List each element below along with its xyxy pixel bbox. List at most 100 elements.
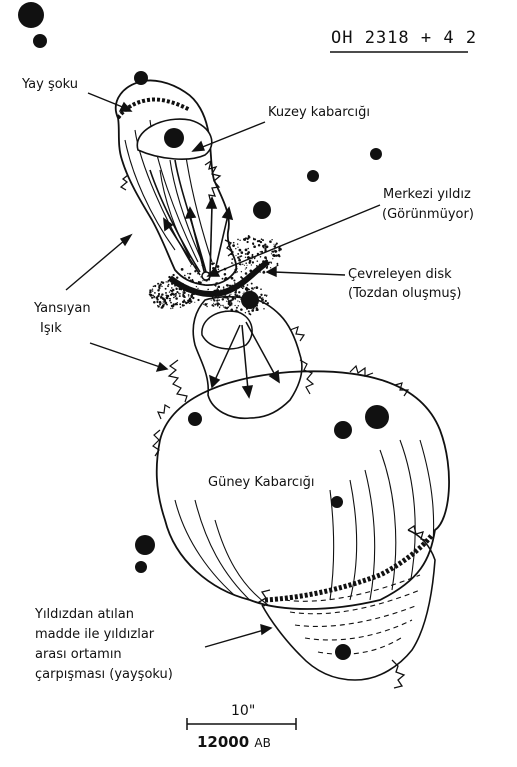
dust-dot	[264, 244, 266, 246]
dust-dot	[248, 289, 250, 291]
dust-dot	[192, 297, 194, 299]
dust-dot	[224, 273, 227, 276]
dust-dot	[152, 288, 153, 289]
dust-dot	[232, 244, 235, 247]
dust-dot	[261, 238, 263, 240]
dust-dot	[236, 307, 238, 309]
dust-dot	[158, 293, 160, 295]
dust-dot	[225, 295, 226, 296]
dust-dot	[259, 268, 261, 270]
dust-dot	[204, 293, 206, 295]
dust-dot	[259, 271, 260, 272]
dust-dot	[253, 238, 254, 239]
scale-distance-unit: AB	[254, 736, 270, 750]
dust-dot	[267, 266, 268, 267]
dust-dot	[237, 253, 239, 255]
dust-dot	[167, 285, 168, 286]
dust-dot	[217, 282, 219, 284]
dust-dot	[211, 262, 214, 265]
dust-dot	[172, 289, 175, 292]
dust-dot	[153, 301, 156, 304]
dust-dot	[183, 299, 185, 301]
dust-dot	[187, 300, 188, 301]
dust-dot	[220, 305, 221, 306]
dust-dot	[162, 282, 164, 284]
dust-dot	[271, 239, 272, 240]
star	[135, 561, 147, 573]
dust-dot	[217, 289, 219, 291]
dust-dot	[193, 290, 194, 291]
dust-dot	[235, 283, 238, 286]
dust-dot	[172, 307, 174, 309]
dust-dot	[251, 278, 252, 279]
dust-dot	[254, 258, 256, 260]
dust-dot	[231, 304, 232, 305]
label-collision-3: arası ortamın	[35, 646, 122, 663]
dust-dot	[229, 304, 232, 307]
dust-dot	[270, 242, 271, 243]
dust-dot	[159, 288, 160, 289]
dust-dot	[213, 293, 215, 295]
south-bubble-streaks	[175, 440, 434, 605]
star	[134, 71, 148, 85]
dust-dot	[171, 287, 173, 289]
dust-dot	[245, 269, 246, 270]
dust-dot	[264, 294, 266, 296]
diagram-title: OH 2318 + 4 2	[331, 28, 477, 48]
dust-dot	[162, 304, 165, 307]
dust-dot	[233, 242, 235, 244]
dust-dot	[159, 301, 162, 304]
dust-dot	[233, 279, 235, 281]
dust-dot	[229, 300, 232, 303]
dust-dot	[157, 283, 159, 285]
dust-dot	[202, 265, 203, 266]
pointer-reflected-up	[66, 240, 125, 290]
dust-dot	[185, 277, 187, 279]
dust-dot	[179, 295, 181, 297]
dust-dot	[238, 305, 239, 306]
dust-dot	[173, 297, 175, 299]
dust-dot	[231, 285, 233, 287]
dust-dot	[260, 265, 262, 267]
scale-distance: 12000 AB	[197, 733, 271, 751]
dust-dot	[159, 304, 161, 306]
dust-dot	[248, 256, 250, 258]
star	[307, 170, 319, 182]
dust-dot	[220, 289, 221, 290]
dust-dot	[199, 281, 202, 284]
dust-dot	[252, 242, 254, 244]
dust-dot	[223, 286, 225, 288]
label-central-star: Merkezi yıldız	[383, 186, 471, 203]
dust-dot	[182, 304, 184, 306]
dust-dot	[177, 283, 179, 285]
dust-dot	[224, 307, 226, 309]
dust-dot	[197, 288, 198, 289]
dust-dot	[230, 249, 233, 252]
dust-dot	[192, 279, 194, 281]
dust-dot	[166, 281, 167, 282]
dust-dot	[189, 273, 191, 275]
star	[365, 405, 389, 429]
dust-dot	[175, 296, 177, 298]
dust-dot	[179, 303, 181, 305]
dust-dot	[238, 291, 240, 293]
dust-dot	[238, 286, 240, 288]
dust-dot	[259, 296, 262, 299]
pointer-disk	[274, 272, 345, 275]
dust-dot	[168, 284, 170, 286]
dust-dot	[227, 299, 228, 300]
dust-dot	[278, 247, 280, 249]
dust-dot	[243, 279, 245, 281]
dust-dot	[242, 288, 243, 289]
dust-dot	[231, 277, 234, 280]
dust-dot	[195, 266, 198, 269]
dust-dot	[218, 299, 220, 301]
middle-lobe-outline	[193, 297, 302, 419]
dust-dot	[237, 256, 239, 258]
dust-dot	[215, 304, 217, 306]
dust-dot	[174, 285, 176, 287]
dust-dot	[169, 300, 171, 302]
dust-dot	[262, 260, 265, 263]
dust-dot	[271, 253, 272, 254]
dust-dot	[245, 249, 248, 252]
